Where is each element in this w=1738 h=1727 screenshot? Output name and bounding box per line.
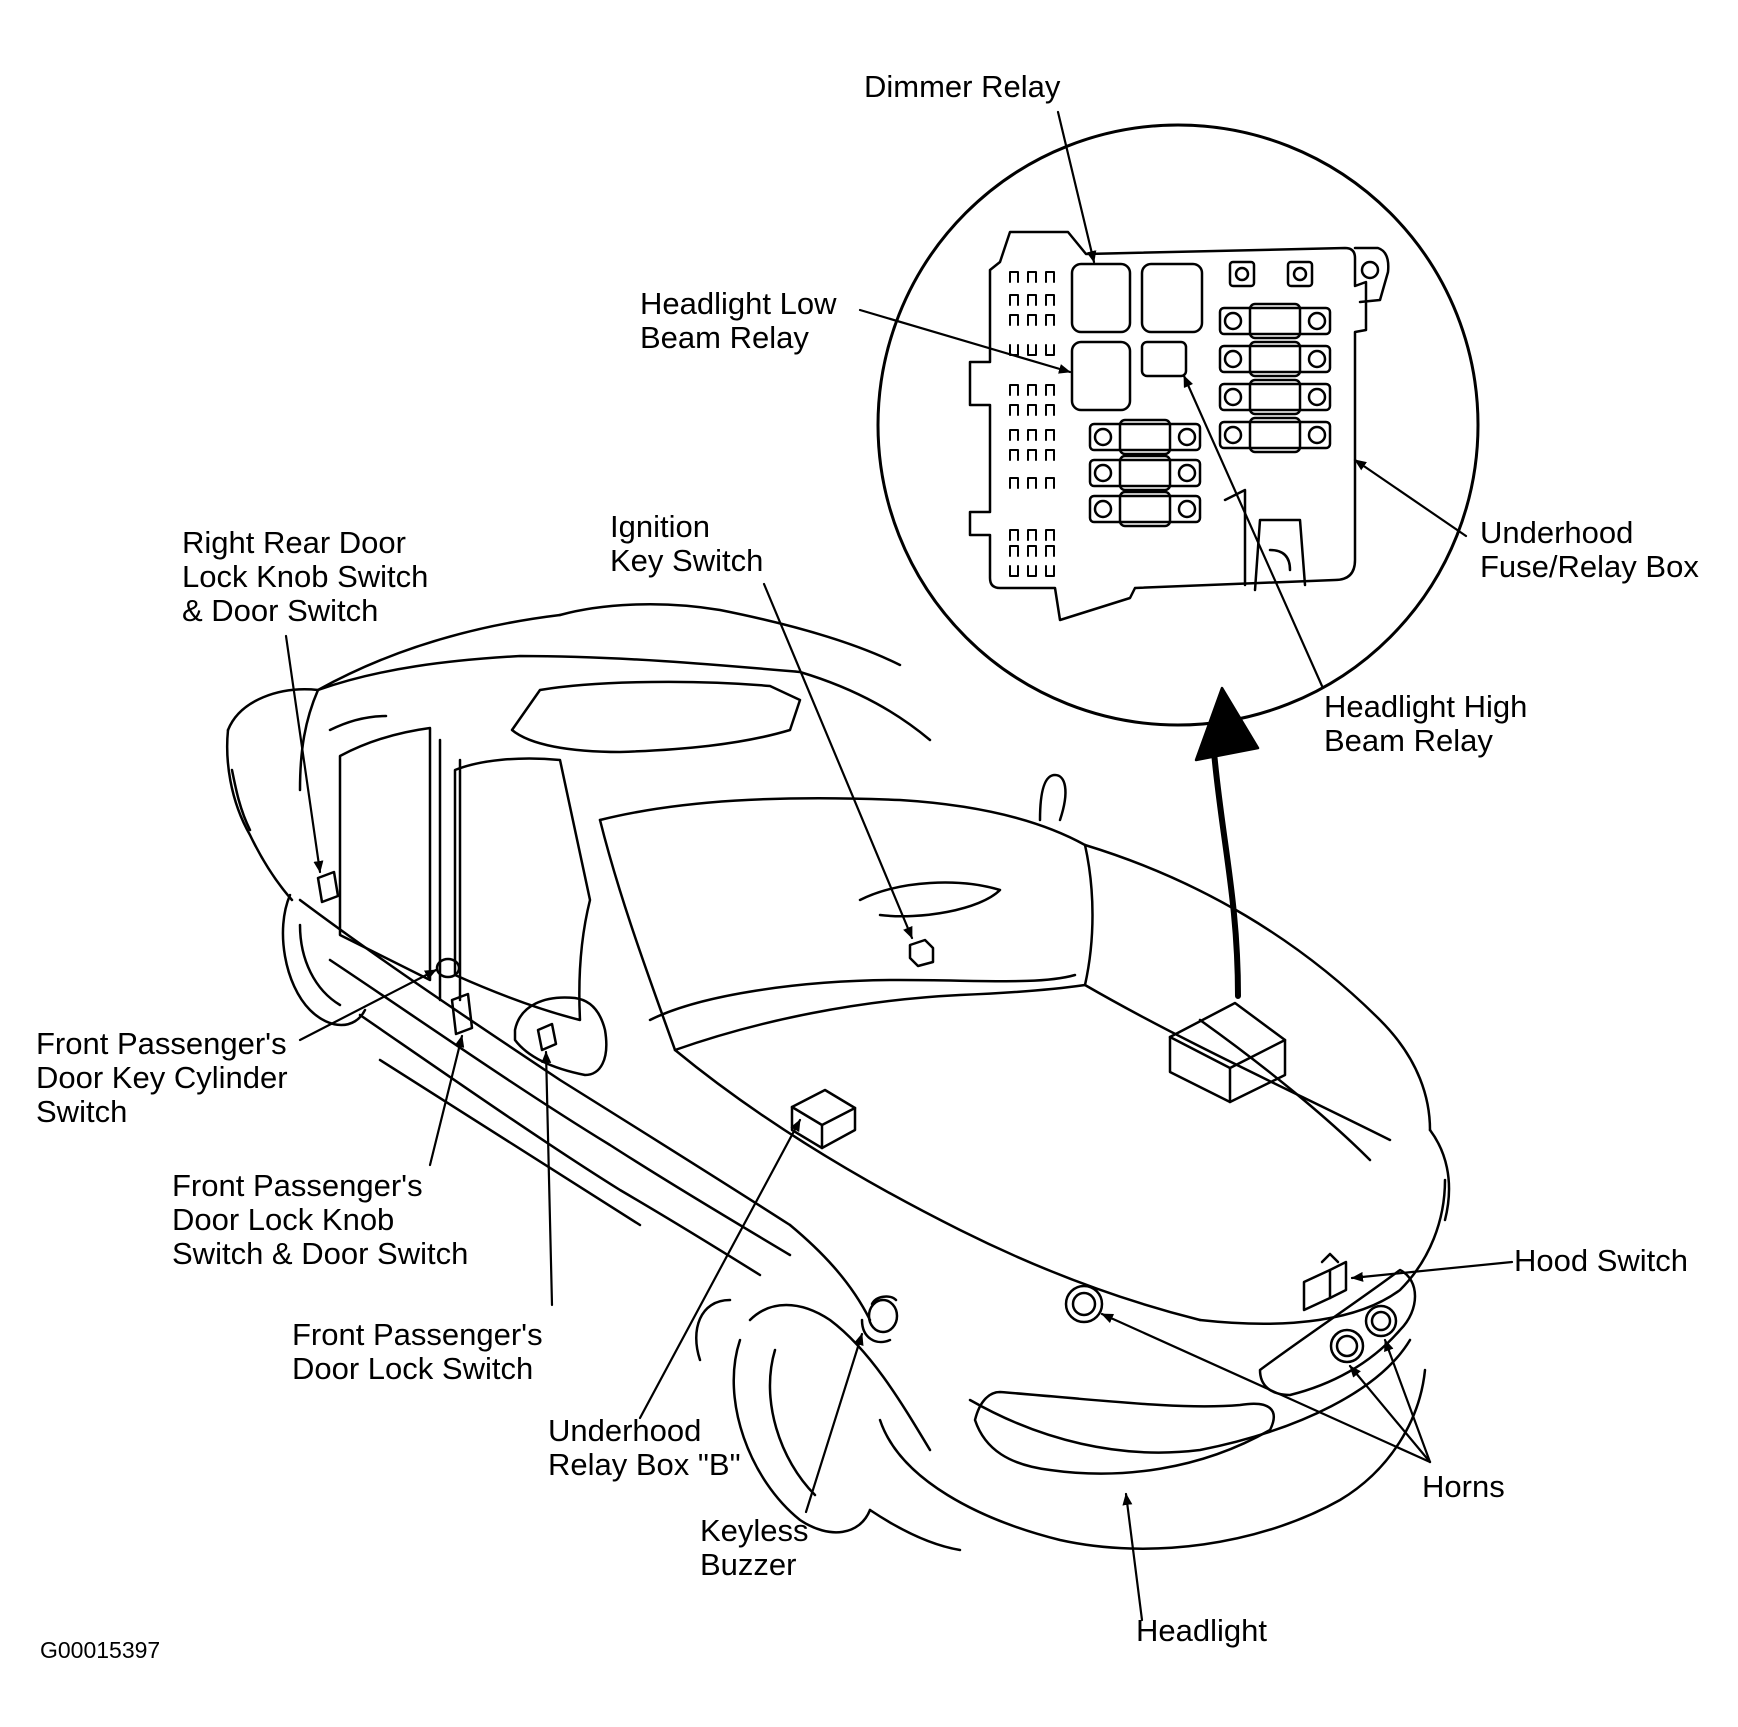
magnified-detail-circle — [876, 123, 1480, 727]
label-dimmer-relay: Dimmer Relay — [864, 69, 1061, 104]
label-front-passenger-door-key-cylinder-switch: Front Passenger's Door Key Cylinder Swit… — [36, 1026, 288, 1129]
horn-right-on-car — [1329, 1304, 1398, 1364]
underhood-relay-box-b-on-car — [790, 1088, 857, 1150]
right-rear-door-switch-on-car — [316, 870, 340, 904]
magnify-arrow — [1194, 686, 1260, 999]
label-right-rear-door-lock-knob-switch: Right Rear Door Lock Knob Switch & Door … — [182, 525, 429, 628]
label-headlight-low-beam-relay: Headlight Low Beam Relay — [640, 286, 837, 355]
headlight-low-beam-relay-detail — [1070, 340, 1132, 412]
ignition-key-switch-on-car — [908, 938, 935, 968]
label-underhood-fuse-relay-box: Underhood Fuse/Relay Box — [1480, 515, 1699, 584]
front-passenger-key-cylinder-on-car — [435, 957, 461, 979]
leader-lines — [284, 110, 1514, 1622]
figure-code: G00015397 — [40, 1637, 161, 1663]
label-underhood-relay-box-b: Underhood Relay Box "B" — [548, 1413, 741, 1482]
label-front-passenger-door-lock-knob-switch: Front Passenger's Door Lock Knob Switch … — [172, 1168, 469, 1271]
label-keyless-buzzer: Keyless Buzzer — [700, 1513, 809, 1582]
car-outline — [225, 603, 1451, 1552]
underhood-fuse-relay-box-detail — [968, 230, 1390, 622]
dimmer-relay-detail — [1070, 262, 1132, 334]
label-headlight: Headlight — [1136, 1613, 1267, 1648]
label-ignition-key-switch: Ignition Key Switch — [610, 509, 764, 578]
label-hood-switch: Hood Switch — [1514, 1243, 1689, 1278]
hood-switch-on-car — [1302, 1252, 1348, 1312]
label-front-passenger-door-lock-switch: Front Passenger's Door Lock Switch — [292, 1317, 543, 1386]
front-passenger-lock-knob-switch-on-car — [450, 992, 474, 1036]
front-passenger-door-lock-switch-on-car — [536, 1022, 558, 1052]
horn-left-on-car — [1064, 1284, 1104, 1324]
label-headlight-high-beam-relay: Headlight High Beam Relay — [1324, 689, 1528, 758]
label-horns: Horns — [1422, 1469, 1505, 1504]
keyless-buzzer-on-car — [860, 1295, 899, 1344]
headlight-high-beam-relay-detail — [1140, 340, 1188, 378]
underhood-fuse-relay-box-on-car — [1168, 1001, 1287, 1104]
